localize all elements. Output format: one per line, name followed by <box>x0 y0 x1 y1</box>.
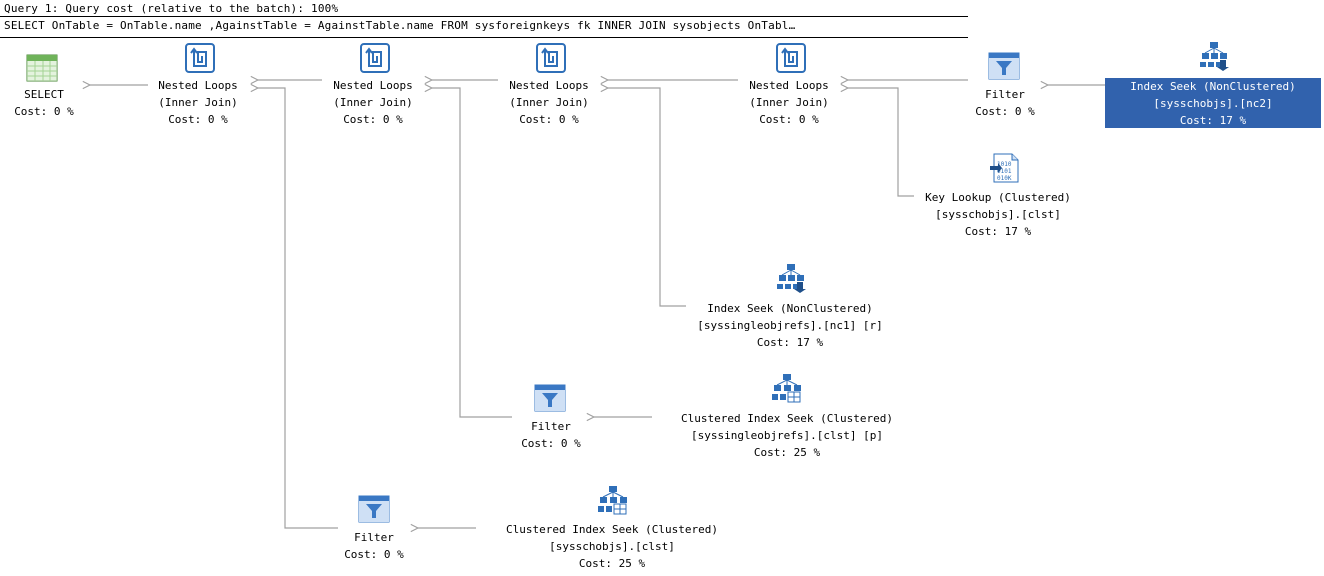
index-seek-icon[interactable] <box>775 262 807 294</box>
header-bottom-divider <box>0 37 968 38</box>
seek-nc2-op: Index Seek (NonClustered) <box>1130 80 1296 93</box>
clustered-index-seek-icon[interactable] <box>770 372 802 404</box>
edge-seeknc1-nl3 <box>608 88 686 307</box>
seek-nc1-cost: Cost: 17 % <box>756 336 824 349</box>
key-lookup-object: [sysschobjs].[clst] <box>935 208 1061 221</box>
nl3-detail: (Inner Join) <box>509 96 589 109</box>
nested-loops-icon[interactable] <box>535 42 567 74</box>
nested-loops-icon[interactable] <box>359 42 391 74</box>
edge-filtermid-nl2 <box>432 88 512 418</box>
nl2-cost: Cost: 0 % <box>343 113 403 126</box>
query-sql-line[interactable]: SELECT OnTable = OnTable.name ,AgainstTa… <box>4 19 796 32</box>
nested-loops-node-3[interactable]: Nested Loops (Inner Join) Cost: 0 % <box>489 77 609 128</box>
index-seek-icon[interactable] <box>1198 40 1230 72</box>
nl4-cost: Cost: 0 % <box>759 113 819 126</box>
query-header: Query 1: Query cost (relative to the bat… <box>0 0 968 38</box>
filter-bot-cost: Cost: 0 % <box>344 548 404 561</box>
svg-text:010K: 010K <box>997 175 1012 182</box>
filter-node-top[interactable]: Filter Cost: 0 % <box>958 86 1052 120</box>
edge-filterbot-nl1 <box>258 88 338 529</box>
clustered-index-seek-sch-node[interactable]: Clustered Index Seek (Clustered) [syssch… <box>473 521 751 572</box>
seek-nc2-object: [sysschobjs].[nc2] <box>1153 97 1273 110</box>
filter-top-op: Filter <box>985 88 1025 101</box>
filter-top-cost: Cost: 0 % <box>975 105 1035 118</box>
query-cost-line: Query 1: Query cost (relative to the bat… <box>4 2 339 15</box>
nl3-op: Nested Loops <box>509 79 589 92</box>
seek-nc1-op: Index Seek (NonClustered) <box>707 302 873 315</box>
select-node[interactable]: SELECT Cost: 0 % <box>4 86 84 120</box>
svg-text:1010: 1010 <box>997 161 1012 168</box>
nested-loops-node-1[interactable]: Nested Loops (Inner Join) Cost: 0 % <box>138 77 258 128</box>
header-divider <box>0 16 968 17</box>
nl2-detail: (Inner Join) <box>333 96 413 109</box>
nl1-cost: Cost: 0 % <box>168 113 228 126</box>
filter-icon[interactable] <box>358 495 390 527</box>
filter-icon[interactable] <box>988 52 1020 84</box>
svg-text:0101: 0101 <box>997 168 1012 175</box>
key-lookup-op: Key Lookup (Clustered) <box>925 191 1071 204</box>
clustered-index-seek-icon[interactable] <box>596 484 628 516</box>
nested-loops-icon[interactable] <box>184 42 216 74</box>
cis-p-cost: Cost: 25 % <box>753 446 821 459</box>
nl4-detail: (Inner Join) <box>749 96 829 109</box>
edge-keylookup-nl4 <box>848 88 914 197</box>
select-label: SELECT <box>24 88 64 101</box>
key-lookup-cost: Cost: 17 % <box>964 225 1032 238</box>
nested-loops-node-4[interactable]: Nested Loops (Inner Join) Cost: 0 % <box>729 77 849 128</box>
select-result-icon[interactable] <box>26 54 58 86</box>
seek-nc2-cost: Cost: 17 % <box>1179 114 1247 127</box>
filter-icon[interactable] <box>534 384 566 416</box>
select-cost: Cost: 0 % <box>14 105 74 118</box>
cis-p-object: [syssingleobjrefs].[clst] [p] <box>690 429 884 442</box>
filter-node-bottom[interactable]: Filter Cost: 0 % <box>327 529 421 563</box>
filter-bot-op: Filter <box>354 531 394 544</box>
cis-sch-cost: Cost: 25 % <box>578 557 646 570</box>
filter-mid-op: Filter <box>531 420 571 433</box>
key-lookup-icon[interactable]: 1010 0101 010K <box>990 152 1022 184</box>
filter-node-mid[interactable]: Filter Cost: 0 % <box>504 418 598 452</box>
key-lookup-node[interactable]: Key Lookup (Clustered) [sysschobjs].[cls… <box>908 189 1088 240</box>
filter-mid-cost: Cost: 0 % <box>521 437 581 450</box>
nl1-detail: (Inner Join) <box>158 96 238 109</box>
cis-sch-object: [sysschobjs].[clst] <box>549 540 675 553</box>
nl3-cost: Cost: 0 % <box>519 113 579 126</box>
nested-loops-node-2[interactable]: Nested Loops (Inner Join) Cost: 0 % <box>313 77 433 128</box>
index-seek-nc2-node[interactable]: Index Seek (NonClustered) [sysschobjs].[… <box>1105 78 1321 128</box>
cis-p-op: Clustered Index Seek (Clustered) <box>681 412 893 425</box>
nl2-op: Nested Loops <box>333 79 413 92</box>
seek-nc1-object: [syssingleobjrefs].[nc1] [r] <box>697 319 883 332</box>
clustered-index-seek-p-node[interactable]: Clustered Index Seek (Clustered) [syssin… <box>648 410 926 461</box>
nested-loops-icon[interactable] <box>775 42 807 74</box>
nl1-op: Nested Loops <box>158 79 238 92</box>
nl4-op: Nested Loops <box>749 79 829 92</box>
index-seek-nc1-node[interactable]: Index Seek (NonClustered) [syssingleobjr… <box>668 300 912 351</box>
cis-sch-op: Clustered Index Seek (Clustered) <box>506 523 718 536</box>
